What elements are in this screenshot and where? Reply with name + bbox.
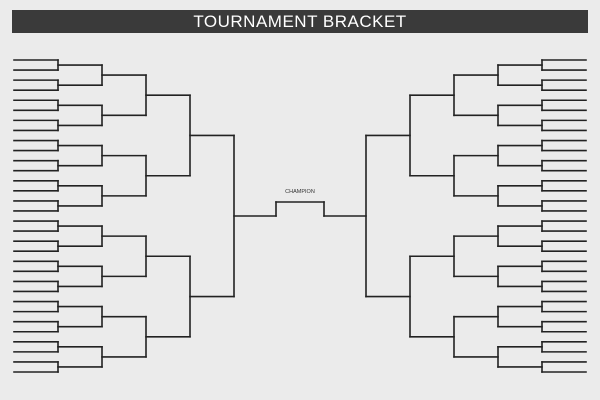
- champion-label: CHAMPION: [285, 189, 315, 195]
- page-title: TOURNAMENT BRACKET: [12, 10, 588, 33]
- bracket-lines: [13, 59, 587, 373]
